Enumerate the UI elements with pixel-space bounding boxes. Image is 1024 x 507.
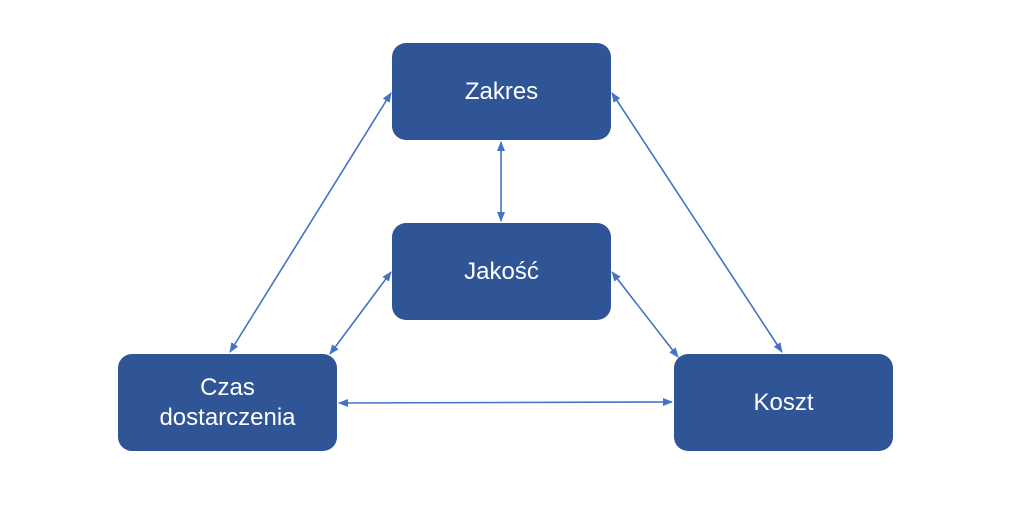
- connector-jakosc-koszt: [611, 271, 679, 358]
- node-zakres: Zakres: [392, 43, 611, 140]
- node-czas-label-line1: Czas: [200, 373, 255, 401]
- node-jakosc: Jakość: [392, 223, 611, 320]
- connector-jakosc-czas: [329, 271, 392, 355]
- connector-zakres-koszt: [611, 92, 783, 353]
- node-zakres-label: Zakres: [464, 77, 539, 105]
- connector-czas-koszt: [338, 398, 673, 407]
- connector-zakres-czas: [229, 92, 392, 353]
- node-czas-dostarczenia: Czas dostarczenia: [118, 354, 337, 451]
- node-jakosc-label: Jakość: [464, 257, 539, 285]
- node-czas-label-line2: dostarczenia: [159, 403, 296, 431]
- node-koszt: Koszt: [674, 354, 893, 451]
- node-koszt-label: Koszt: [753, 388, 814, 416]
